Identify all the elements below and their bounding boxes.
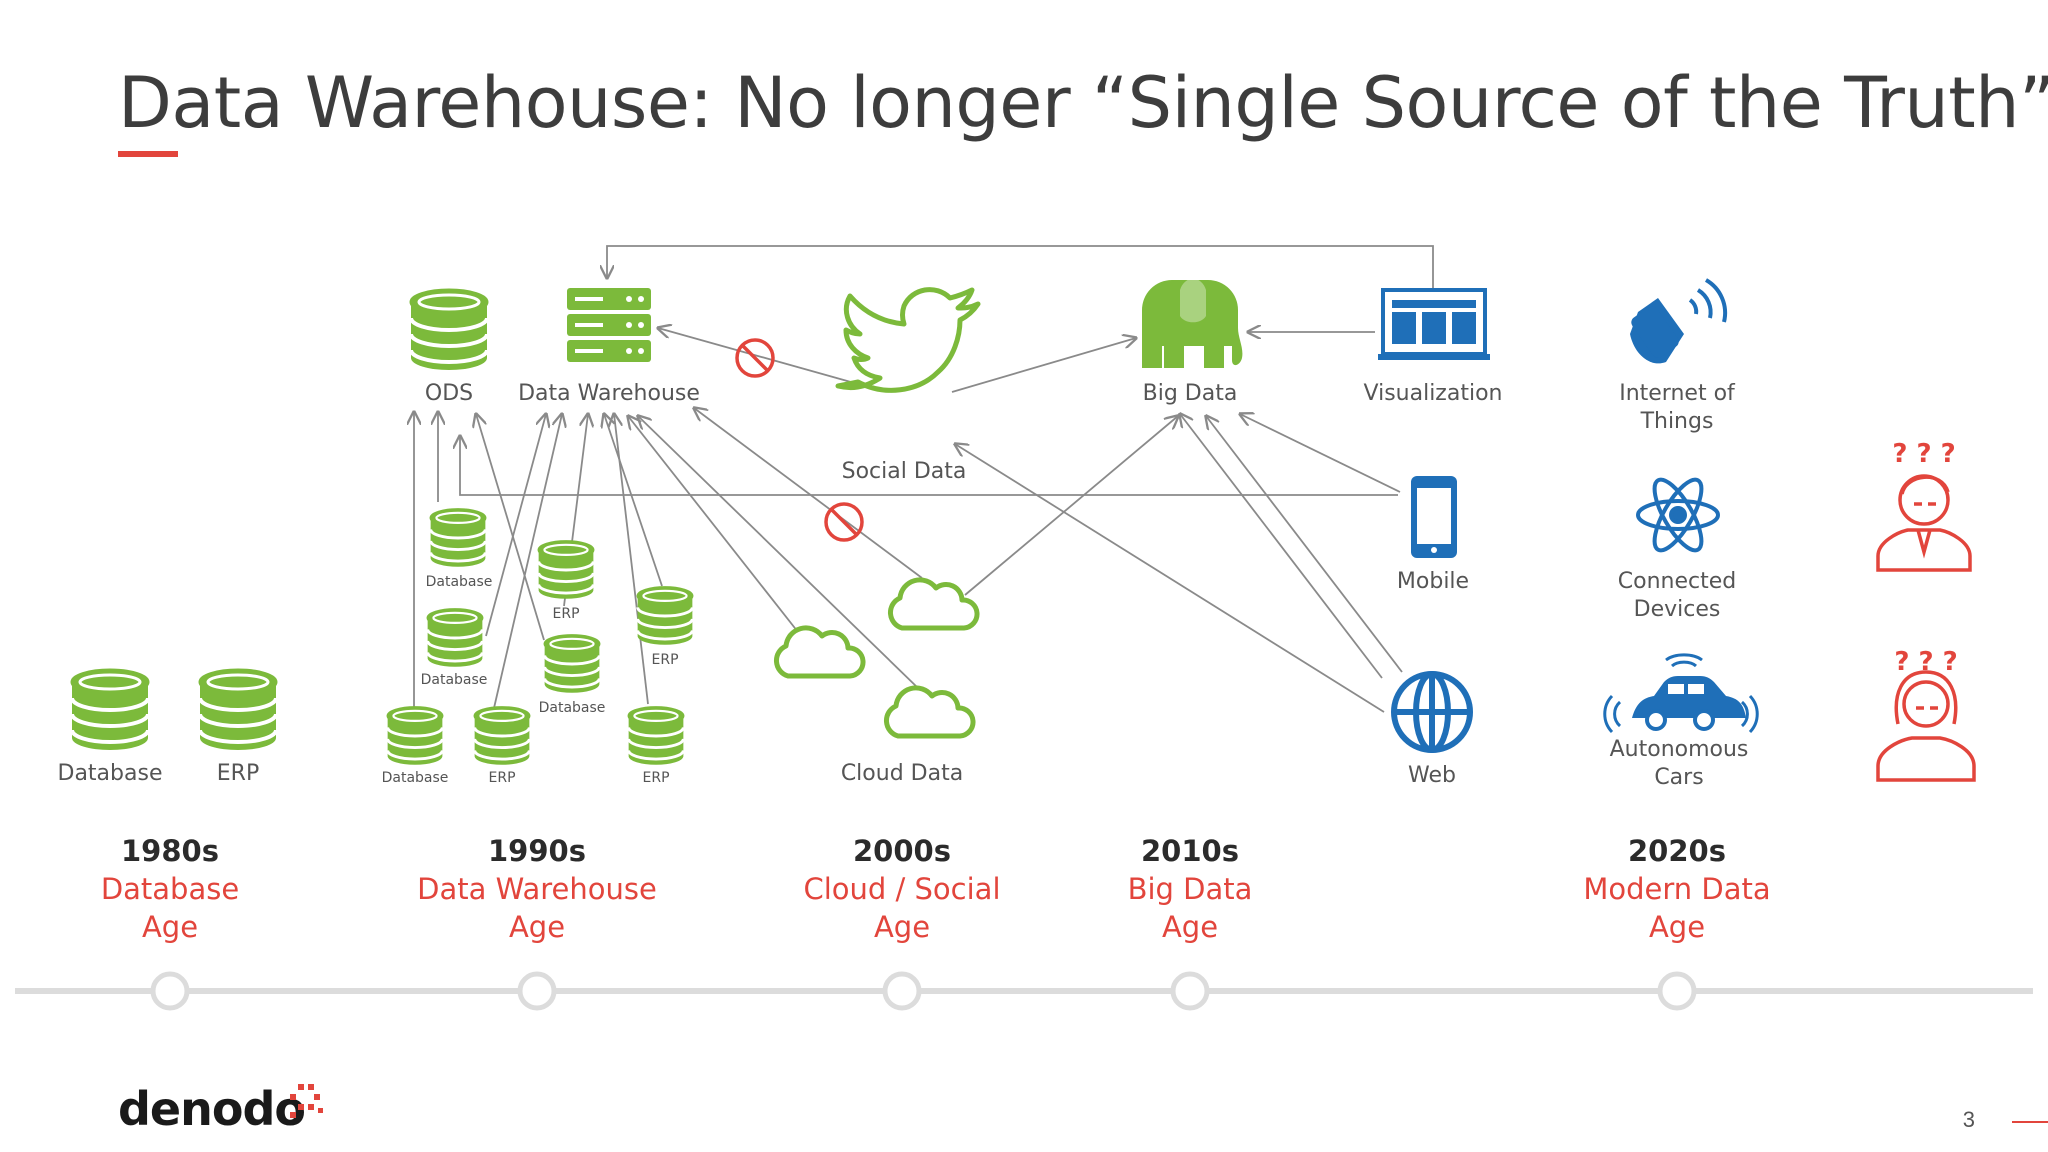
database-icon xyxy=(386,705,444,767)
iot-phone-icon xyxy=(1630,278,1728,364)
node-label-social-data: Social Data xyxy=(841,459,967,484)
source-label-database: Database xyxy=(425,574,493,590)
arrow-web-to-social xyxy=(955,444,1385,713)
era-2020s: 2020s Modern Data Age xyxy=(1583,832,1770,946)
arrow-erp-to-dw-2 xyxy=(604,414,663,587)
title-underline xyxy=(118,151,178,157)
confused-man-icon xyxy=(1876,474,1972,572)
node-label-visualization: Visualization xyxy=(1363,381,1503,406)
atom-icon xyxy=(1636,477,1720,553)
twitter-icon xyxy=(835,287,981,393)
era-1980s: 1980s Database Age xyxy=(101,832,239,946)
timeline-dot-1980s xyxy=(150,971,190,1011)
question-marks: ? ? ? xyxy=(1892,439,1956,469)
database-icon xyxy=(429,507,487,569)
prohibited-icon xyxy=(824,502,864,542)
source-label-erp: ERP xyxy=(488,770,516,786)
arrow-social-to-bigdata xyxy=(951,338,1136,393)
database-icon xyxy=(426,607,484,669)
cloud-icon xyxy=(890,580,977,628)
cloud-icon xyxy=(886,688,973,736)
node-label-iot: Internet of Things xyxy=(1619,381,1735,434)
arrow-cloud-to-dw-2 xyxy=(638,416,919,689)
database-icon xyxy=(543,633,601,695)
node-label-web: Web xyxy=(1408,763,1456,788)
source-label-erp: ERP xyxy=(552,606,580,622)
era-year: 2010s xyxy=(1141,834,1239,868)
arrows xyxy=(414,245,1434,713)
page-number-accent xyxy=(2012,1121,2048,1123)
confused-woman-icon xyxy=(1876,670,1976,782)
arrow-cloud-to-dw-3 xyxy=(628,416,799,633)
source-label-database: Database xyxy=(420,672,488,688)
arrow-cloud-to-dw-1 xyxy=(694,408,923,579)
era-name: Big Data Age xyxy=(1127,872,1253,944)
arrow-mobile-to-bigdata xyxy=(1240,414,1401,493)
arrow-web-to-bigdata-1 xyxy=(1206,416,1403,673)
timeline-dot-1990s xyxy=(517,971,557,1011)
arrow-cloud-to-bigdata xyxy=(964,416,1178,596)
ods-database-icon xyxy=(409,288,489,372)
logo-text: denodo xyxy=(118,1082,306,1136)
mobile-phone-icon xyxy=(1411,476,1457,558)
era-name: Database Age xyxy=(100,872,240,944)
erp-database-icon xyxy=(537,539,595,601)
arrow-erp-to-dw-3 xyxy=(614,414,649,705)
node-label-data-warehouse: Data Warehouse xyxy=(518,381,700,406)
globe-icon xyxy=(1391,671,1473,753)
era-year: 1980s xyxy=(121,834,219,868)
erp-database-icon xyxy=(198,668,278,752)
arrow-db-to-dw-2 xyxy=(493,414,562,709)
node-label-ods: ODS xyxy=(424,381,474,406)
timeline-dot-2020s xyxy=(1657,971,1697,1011)
era-year: 2020s xyxy=(1628,834,1726,868)
node-label-big-data: Big Data xyxy=(1142,381,1238,406)
era-1990s: 1990s Data Warehouse Age xyxy=(417,832,657,946)
node-label-autonomous-cars: Autonomous Cars xyxy=(1609,737,1749,790)
elephant-icon xyxy=(1142,278,1243,368)
monitor-icon xyxy=(1378,288,1490,360)
cloud-icon xyxy=(776,628,863,676)
node-label-cloud-data: Cloud Data xyxy=(840,761,964,786)
arrow-social-to-dw xyxy=(658,328,859,385)
timeline-dot-2000s xyxy=(882,971,922,1011)
database-icon xyxy=(70,668,150,752)
source-label-erp: ERP xyxy=(642,770,670,786)
erp-database-icon xyxy=(627,705,685,767)
era-name: Modern Data Age xyxy=(1583,872,1771,944)
source-label-erp: ERP xyxy=(651,652,679,668)
era-year: 1990s xyxy=(488,834,586,868)
era-name: Cloud / Social Age xyxy=(803,872,1001,944)
arrow-web-to-bigdata-2 xyxy=(1180,414,1383,679)
arrow-visualization-to-dw xyxy=(607,245,1434,288)
node-label-erp: ERP xyxy=(216,761,260,786)
node-label-mobile: Mobile xyxy=(1396,569,1470,594)
era-2010s: 2010s Big Data Age xyxy=(1128,832,1253,946)
arrow-erp-to-ods xyxy=(476,414,545,641)
source-label-database: Database xyxy=(381,770,449,786)
erp-database-icon xyxy=(636,585,694,647)
question-marks: ? ? ? xyxy=(1894,647,1958,677)
logo-dots-icon xyxy=(290,1084,323,1118)
era-year: 2000s xyxy=(853,834,951,868)
node-label-connected-devices: Connected Devices xyxy=(1617,569,1737,622)
arrow-db-to-dw-1 xyxy=(485,414,546,637)
autonomous-car-icon xyxy=(1603,653,1759,734)
era-2000s: 2000s Cloud / Social Age xyxy=(803,832,1000,946)
server-rack-icon xyxy=(567,288,651,362)
page-title: Data Warehouse: No longer “Single Source… xyxy=(118,62,2048,144)
source-label-database: Database xyxy=(538,700,606,716)
denodo-logo: denodo xyxy=(118,1082,323,1136)
era-name: Data Warehouse Age xyxy=(417,872,657,944)
page-number: 3 xyxy=(1962,1107,1975,1132)
erp-database-icon xyxy=(473,705,531,767)
timeline-dot-2010s xyxy=(1170,971,1210,1011)
node-label-database: Database xyxy=(57,761,163,786)
